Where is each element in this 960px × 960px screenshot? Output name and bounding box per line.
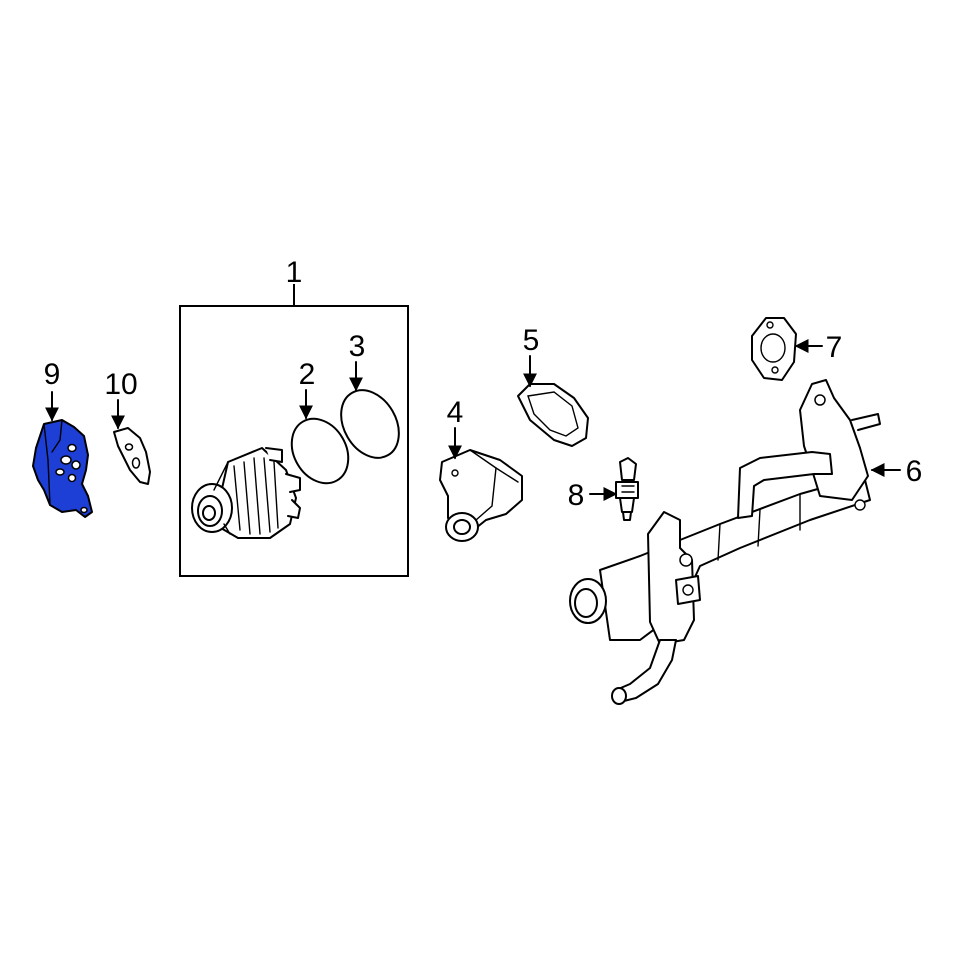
part-1-kit-box (179, 305, 409, 577)
part-8-sensor[interactable] (615, 457, 639, 521)
callout-9[interactable]: 9 (44, 358, 61, 391)
callout-leaders (45, 284, 901, 501)
callout-7[interactable]: 7 (826, 331, 843, 364)
callout-6[interactable]: 6 (906, 455, 923, 488)
part-7-gasket[interactable] (751, 317, 797, 381)
callout-1[interactable]: 1 (286, 256, 303, 289)
callout-8[interactable]: 8 (568, 479, 585, 512)
part-9-body (32, 419, 93, 518)
part-4-housing[interactable] (439, 449, 523, 542)
callout-2[interactable]: 2 (299, 358, 316, 391)
water-pump[interactable] (191, 447, 301, 539)
callout-4[interactable]: 4 (447, 396, 464, 429)
callout-5[interactable]: 5 (523, 324, 540, 357)
part-3-o-ring[interactable] (329, 380, 410, 468)
callout-10[interactable]: 10 (104, 368, 137, 401)
part-2-o-ring[interactable] (280, 409, 359, 494)
part-10-gasket[interactable] (113, 427, 151, 485)
part-6-coolant-pipe[interactable] (569, 379, 881, 705)
part-9-housing[interactable] (32, 419, 93, 518)
part-5-gasket[interactable] (517, 383, 589, 447)
callout-3[interactable]: 3 (349, 330, 366, 363)
